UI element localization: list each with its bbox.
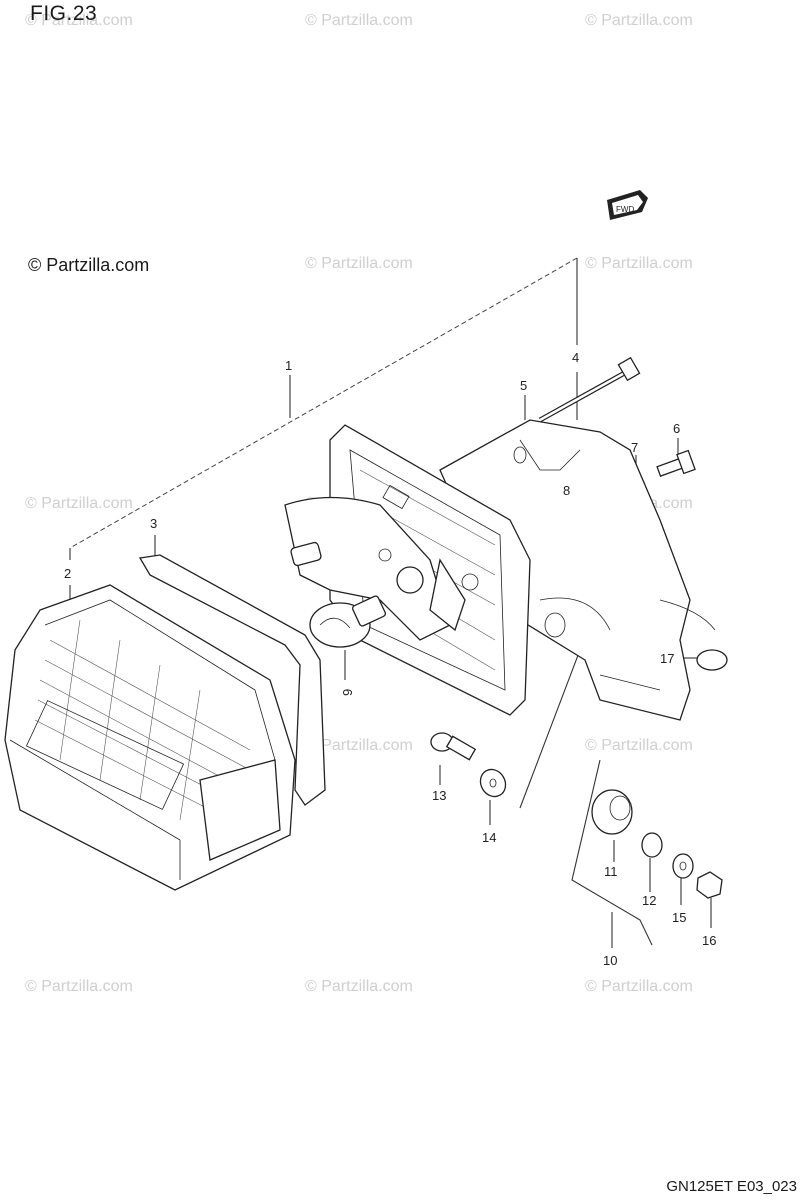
mounting-bracket bbox=[439, 419, 716, 721]
watermark: © Partzilla.com bbox=[585, 12, 693, 29]
watermark: © Partzilla.com bbox=[305, 978, 413, 995]
watermark: © Partzilla.com bbox=[25, 495, 133, 512]
callout-17: 17 bbox=[660, 651, 674, 666]
callout-3: 3 bbox=[150, 516, 157, 531]
watermark: © Partzilla.com bbox=[305, 12, 413, 29]
callout-8: 8 bbox=[563, 483, 570, 498]
callout-11: 11 bbox=[604, 864, 618, 879]
callout-5: 5 bbox=[520, 378, 527, 393]
lens-gasket bbox=[138, 554, 326, 806]
callout-1: 1 bbox=[285, 358, 292, 373]
callout-14: 14 bbox=[482, 830, 496, 845]
callout-16: 16 bbox=[702, 933, 716, 948]
callout-12: 12 bbox=[642, 893, 656, 908]
tail-lamp-lens bbox=[4, 584, 296, 891]
watermark: © Partzilla.com bbox=[585, 737, 693, 754]
watermark: © Partzilla.com bbox=[305, 255, 413, 272]
figure-title: FIG.23 bbox=[30, 2, 98, 25]
bulb-socket-plate bbox=[284, 496, 479, 641]
bolt bbox=[430, 732, 477, 761]
washer bbox=[479, 768, 507, 798]
grommet bbox=[696, 649, 728, 671]
collar bbox=[641, 832, 663, 858]
fwd-badge-text: FWD bbox=[616, 205, 634, 214]
long-bolt bbox=[538, 356, 641, 423]
callout-4: 4 bbox=[572, 350, 579, 365]
drawing-code: GN125ET E03_023 bbox=[666, 1178, 797, 1195]
callout-10: 10 bbox=[603, 953, 617, 968]
bolt bbox=[656, 449, 696, 477]
callout-6: 6 bbox=[673, 421, 680, 436]
callout-2: 2 bbox=[64, 566, 71, 581]
rubber-cushion bbox=[591, 789, 633, 835]
callout-15: 15 bbox=[672, 910, 686, 925]
bulb bbox=[309, 595, 387, 648]
callout-7: 7 bbox=[631, 440, 638, 455]
copyright-notice: © Partzilla.com bbox=[28, 255, 150, 275]
watermark: © Partzilla.com bbox=[25, 978, 133, 995]
watermark: © Partzilla.com bbox=[585, 978, 693, 995]
washer bbox=[672, 853, 694, 879]
watermark: © Partzilla.com bbox=[305, 737, 413, 754]
callout-labels: 1 2 3 4 5 6 7 8 9 10 11 12 13 14 15 16 1… bbox=[64, 350, 716, 968]
nut bbox=[696, 871, 723, 899]
callout-13: 13 bbox=[432, 788, 446, 803]
watermark: © Partzilla.com bbox=[585, 255, 693, 272]
watermark: © Partzilla.com bbox=[25, 12, 133, 29]
callout-9: 9 bbox=[340, 689, 355, 696]
forward-direction-icon: FWD bbox=[607, 190, 648, 220]
